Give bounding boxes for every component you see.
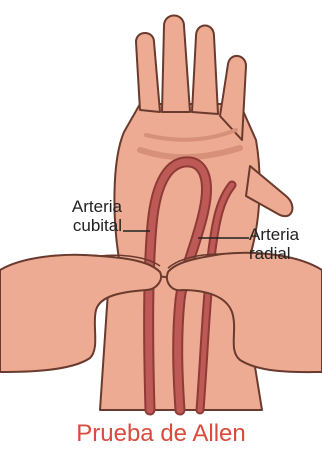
finger-index: [136, 33, 160, 112]
finger-middle: [162, 16, 190, 113]
finger-ring: [192, 26, 218, 115]
radial-label-line-2: radial: [249, 244, 321, 263]
radial-label-line-1: Arteria: [249, 225, 321, 244]
figure-caption: Prueba de Allen: [0, 420, 322, 448]
ulnar-label-line-2: cubital: [40, 216, 122, 235]
ulnar-artery-label: Arteria cubital: [40, 197, 122, 235]
radial-artery-label: Arteria radial: [249, 225, 321, 263]
ulnar-label-line-1: Arteria: [40, 197, 122, 216]
